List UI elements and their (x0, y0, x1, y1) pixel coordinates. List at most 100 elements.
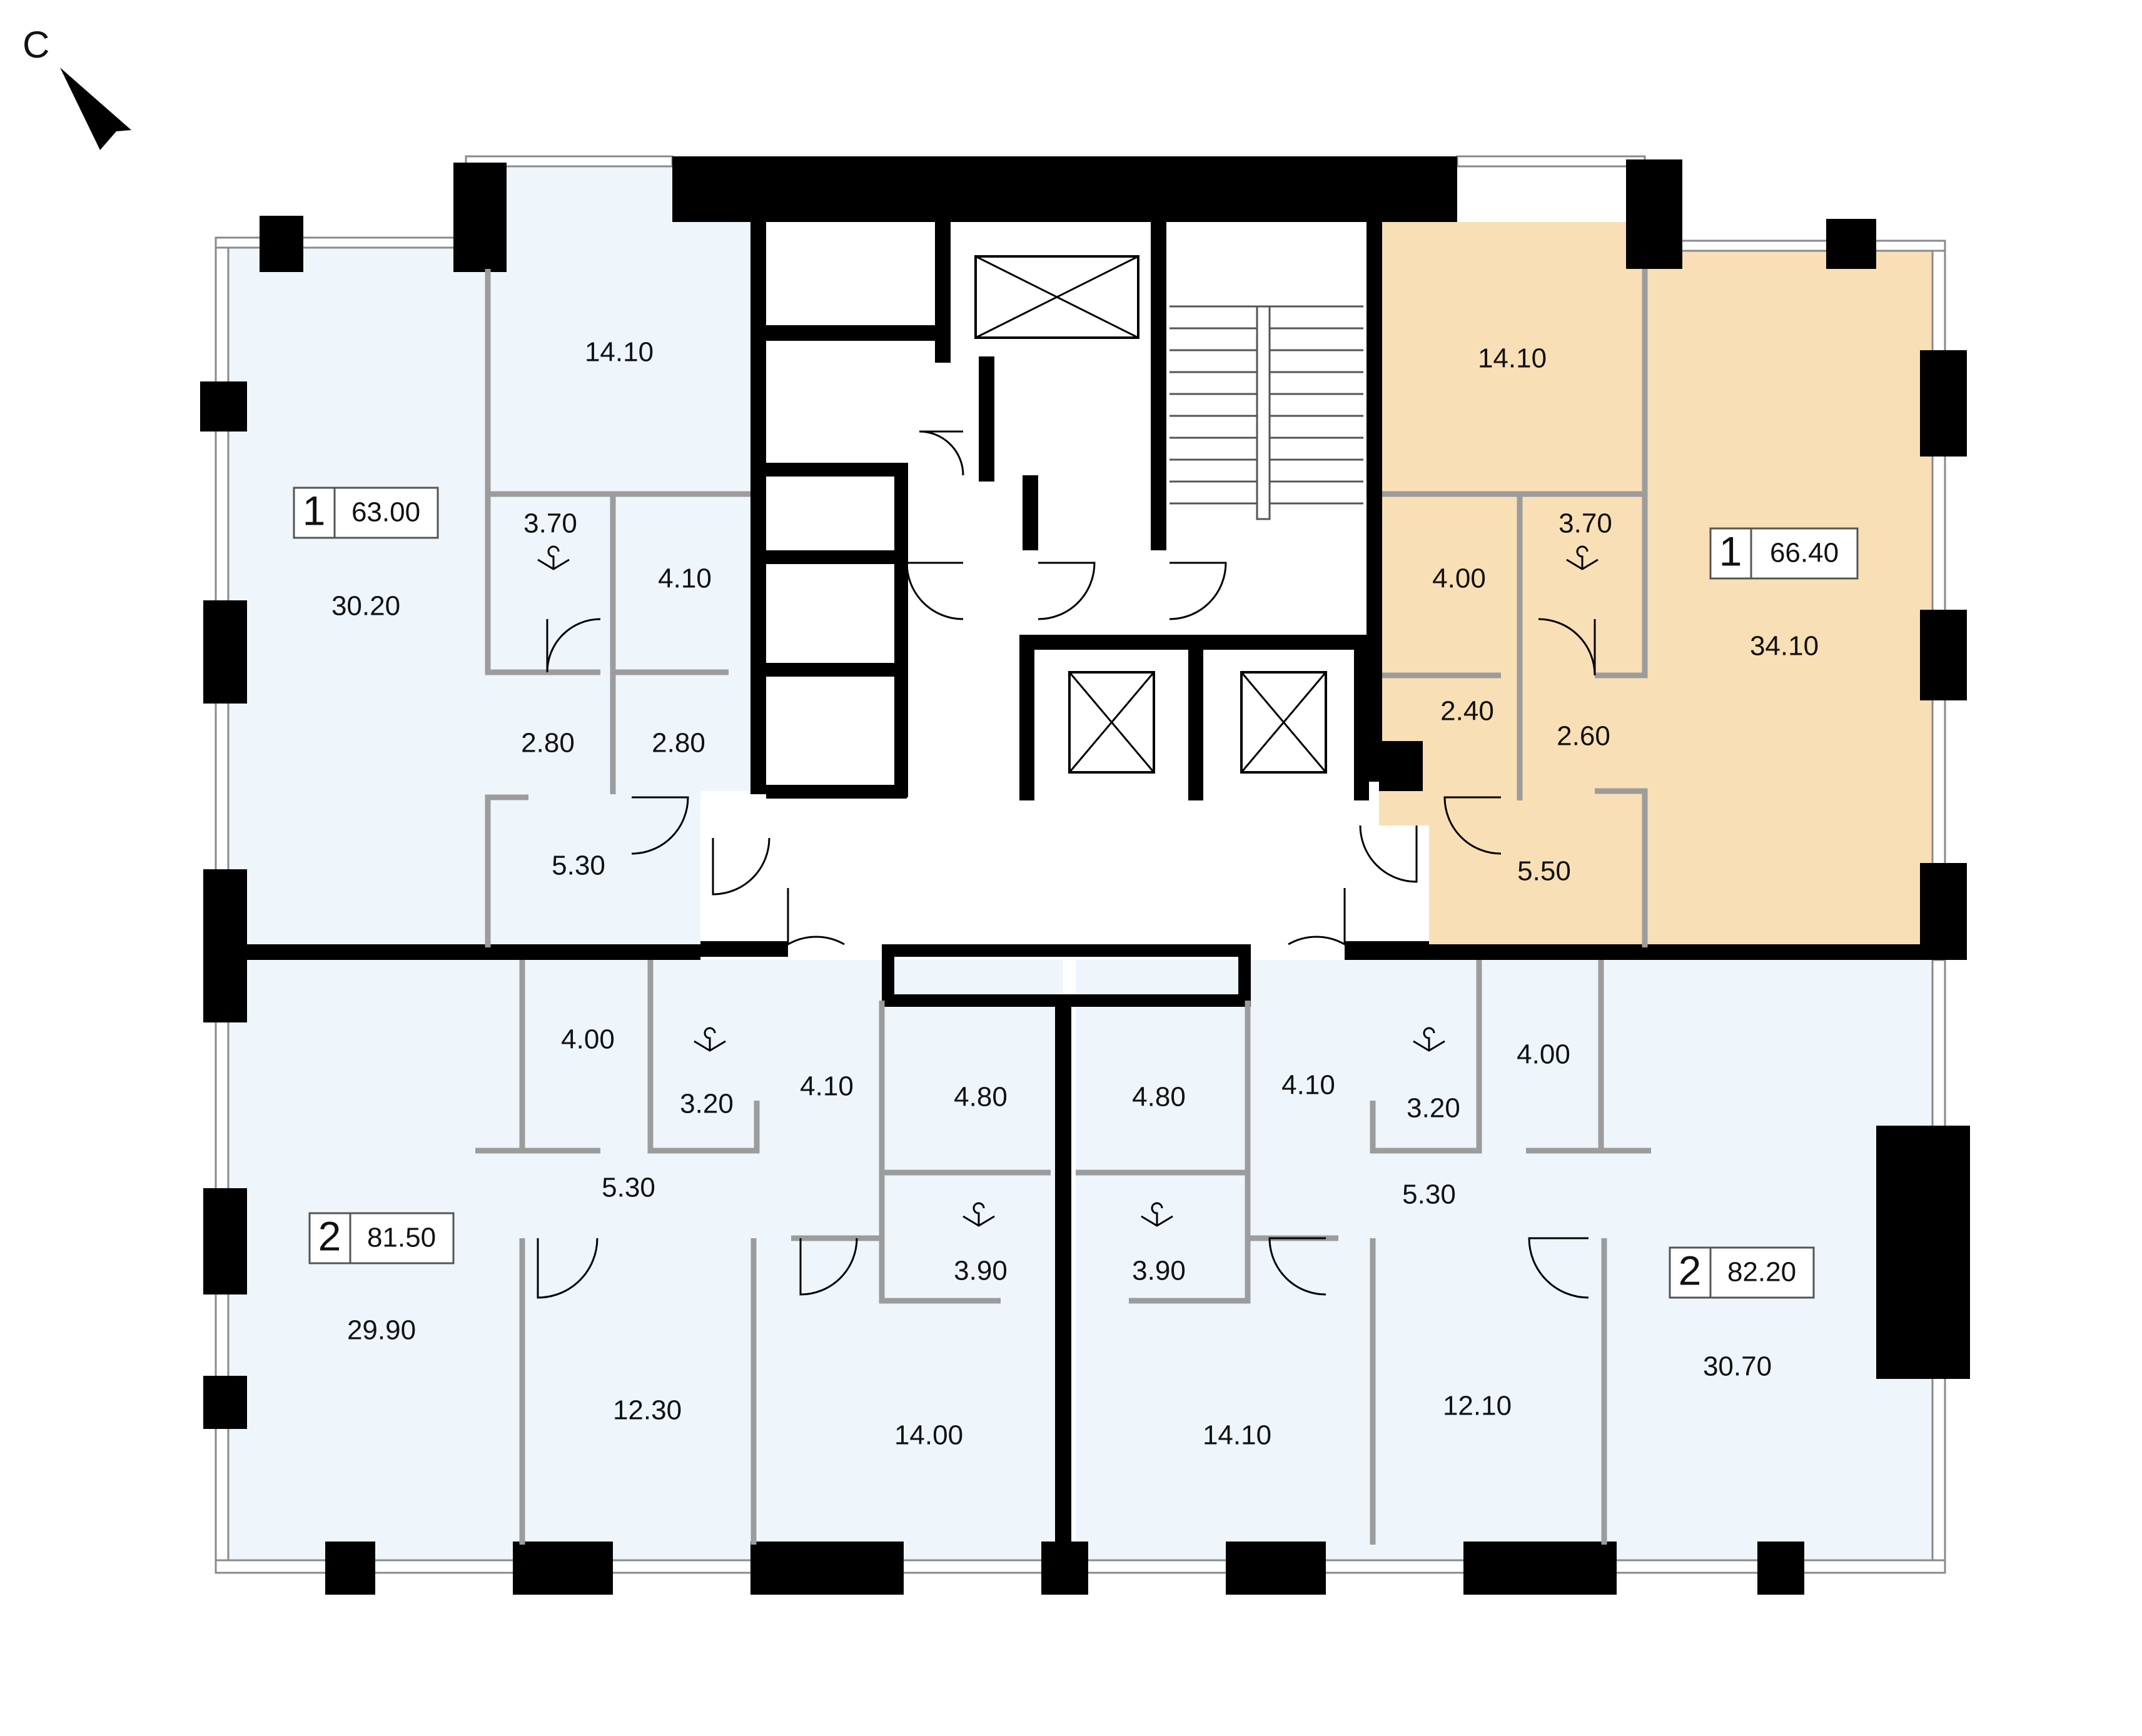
door-core-4 (1169, 562, 1227, 620)
column-right-3 (1920, 863, 1967, 960)
apt-2-left-rooms: 2 (318, 1213, 341, 1259)
room-labels-apt-2-left: 4.00 3.20 4.10 4.80 5.30 3.90 29.90 12.3… (347, 1024, 1008, 1451)
core-wall-top-inner (766, 325, 941, 341)
window-top-right-b (1644, 240, 1946, 252)
room-area-label: 12.10 (1443, 1391, 1512, 1421)
hanger-icon (694, 1027, 726, 1052)
room-area-label: 4.10 (1281, 1070, 1335, 1101)
door-lobby-1 (712, 837, 770, 896)
column-bottom-1 (325, 1542, 375, 1595)
room-area-label: 4.00 (1432, 563, 1486, 594)
partition-a2r-2 (1370, 960, 1482, 1154)
doors (537, 430, 1596, 1299)
column-top-2 (453, 163, 507, 272)
partition-a2l-2 (647, 960, 760, 1154)
room-area-label: 2.40 (1440, 696, 1494, 727)
room-area-label: 2.80 (521, 728, 575, 759)
room-area-label: 2.60 (1557, 721, 1610, 752)
column-top-3 (1626, 159, 1682, 269)
apt-2-right-rooms: 2 (1679, 1247, 1702, 1293)
shaft-wall-v (894, 463, 908, 797)
lift-top-wall-right (1151, 219, 1166, 550)
lift-top-wall-left (935, 219, 951, 363)
apt-2-right-total-area: 82.20 (1727, 1257, 1796, 1288)
apt-1-right-badge: 1 66.40 (1709, 527, 1859, 580)
room-area-label: 3.20 (1407, 1093, 1460, 1124)
door-lobby-2 (787, 888, 845, 946)
apt-2-right-badge: 2 82.20 (1669, 1246, 1815, 1299)
shaft-wall-4 (766, 785, 907, 799)
room-area-label: 5.30 (602, 1173, 655, 1203)
room-area-label: 4.00 (561, 1024, 615, 1055)
room-area-label: 4.80 (1132, 1082, 1186, 1113)
apt-1-left-total-area: 63.00 (351, 497, 420, 528)
room-area-label: 14.10 (585, 337, 654, 368)
lift-left (1068, 671, 1155, 774)
core-wall-left (750, 219, 766, 794)
lobby-block-left (882, 944, 894, 1007)
divider-wall-right (1345, 944, 1932, 960)
center-dividing-wall (1055, 1004, 1071, 1573)
room-area-label: 12.30 (613, 1395, 682, 1426)
room-area-label: 14.10 (1203, 1420, 1271, 1451)
column-left-2 (203, 600, 247, 704)
door-a2l-2 (799, 1238, 858, 1296)
window-left-top (215, 240, 230, 949)
room-labels-apt-1-left: 14.10 30.20 3.70 4.10 2.80 2.80 5.30 (331, 337, 712, 881)
column-left-1 (200, 381, 247, 431)
room-area-label: 14.10 (1478, 343, 1547, 374)
compass-arrow-icon (60, 68, 131, 150)
apartment-fills (225, 159, 1932, 1560)
door-a2r-2 (1528, 1237, 1589, 1299)
room-area-label: 3.90 (954, 1256, 1008, 1286)
hanger-icon (537, 545, 570, 570)
divider-wall-left (225, 944, 700, 960)
lobby-col-right (1379, 741, 1423, 791)
window-top-left-a (215, 236, 467, 249)
column-right-1 (1920, 350, 1967, 457)
room-labels-apt-1-right: 14.10 34.10 4.00 3.70 2.40 2.60 5.50 (1432, 343, 1819, 887)
hanger-icon (1566, 545, 1599, 570)
lobby-block (882, 944, 1251, 957)
north-compass: С (23, 24, 131, 150)
apt-1-left-rooms: 1 (303, 487, 326, 533)
lift-block-wall-right (1354, 635, 1369, 800)
shaft-wall-2 (766, 550, 907, 564)
door-a1r-2 (1443, 796, 1502, 855)
door-core-1 (919, 430, 964, 476)
column-bottom-7 (1757, 1542, 1804, 1595)
lift-right (1240, 671, 1327, 774)
column-bottom-6 (1463, 1542, 1617, 1595)
room-area-label: 5.30 (552, 850, 605, 881)
door-a1l-1 (546, 618, 601, 673)
partition-a1l-1 (485, 269, 600, 675)
top-core-wall (672, 156, 1457, 222)
door-a1r-1 (1538, 618, 1596, 676)
door-a2r-1 (1268, 1237, 1326, 1296)
door-a2l-1 (537, 1238, 599, 1299)
partition-a1r-5 (1595, 788, 1648, 947)
column-left-5 (203, 1376, 247, 1429)
exterior-walls (200, 156, 1970, 1595)
room-area-label: 29.90 (347, 1315, 416, 1346)
room-area-label: 4.10 (800, 1071, 854, 1102)
stair-wall-inner-v2 (1023, 475, 1038, 550)
room-area-label: 4.80 (954, 1082, 1008, 1113)
room-area-label: 3.70 (523, 508, 577, 539)
room-area-label: 5.50 (1517, 856, 1571, 887)
apt-1-left-badge: 1 63.00 (293, 487, 439, 539)
apt-2-left-fill (225, 960, 1063, 1560)
lobby-block-bottom (882, 994, 1251, 1007)
door-lobby-4 (1359, 825, 1418, 883)
room-area-label: 4.00 (1517, 1039, 1570, 1070)
room-area-label: 3.90 (1132, 1256, 1186, 1286)
lift-block-wall-mid (1188, 635, 1203, 800)
column-left-4 (203, 1188, 247, 1294)
room-area-label: 3.20 (680, 1089, 734, 1119)
building-core (700, 219, 1429, 1007)
lobby-wall-bottom-right (1345, 941, 1429, 957)
apt-1-right-rooms: 1 (1719, 528, 1742, 574)
room-area-label: 30.70 (1703, 1351, 1772, 1382)
room-labels-apt-2-right: 4.80 4.10 3.20 4.00 5.30 3.90 30.70 12.1… (1132, 1039, 1772, 1451)
